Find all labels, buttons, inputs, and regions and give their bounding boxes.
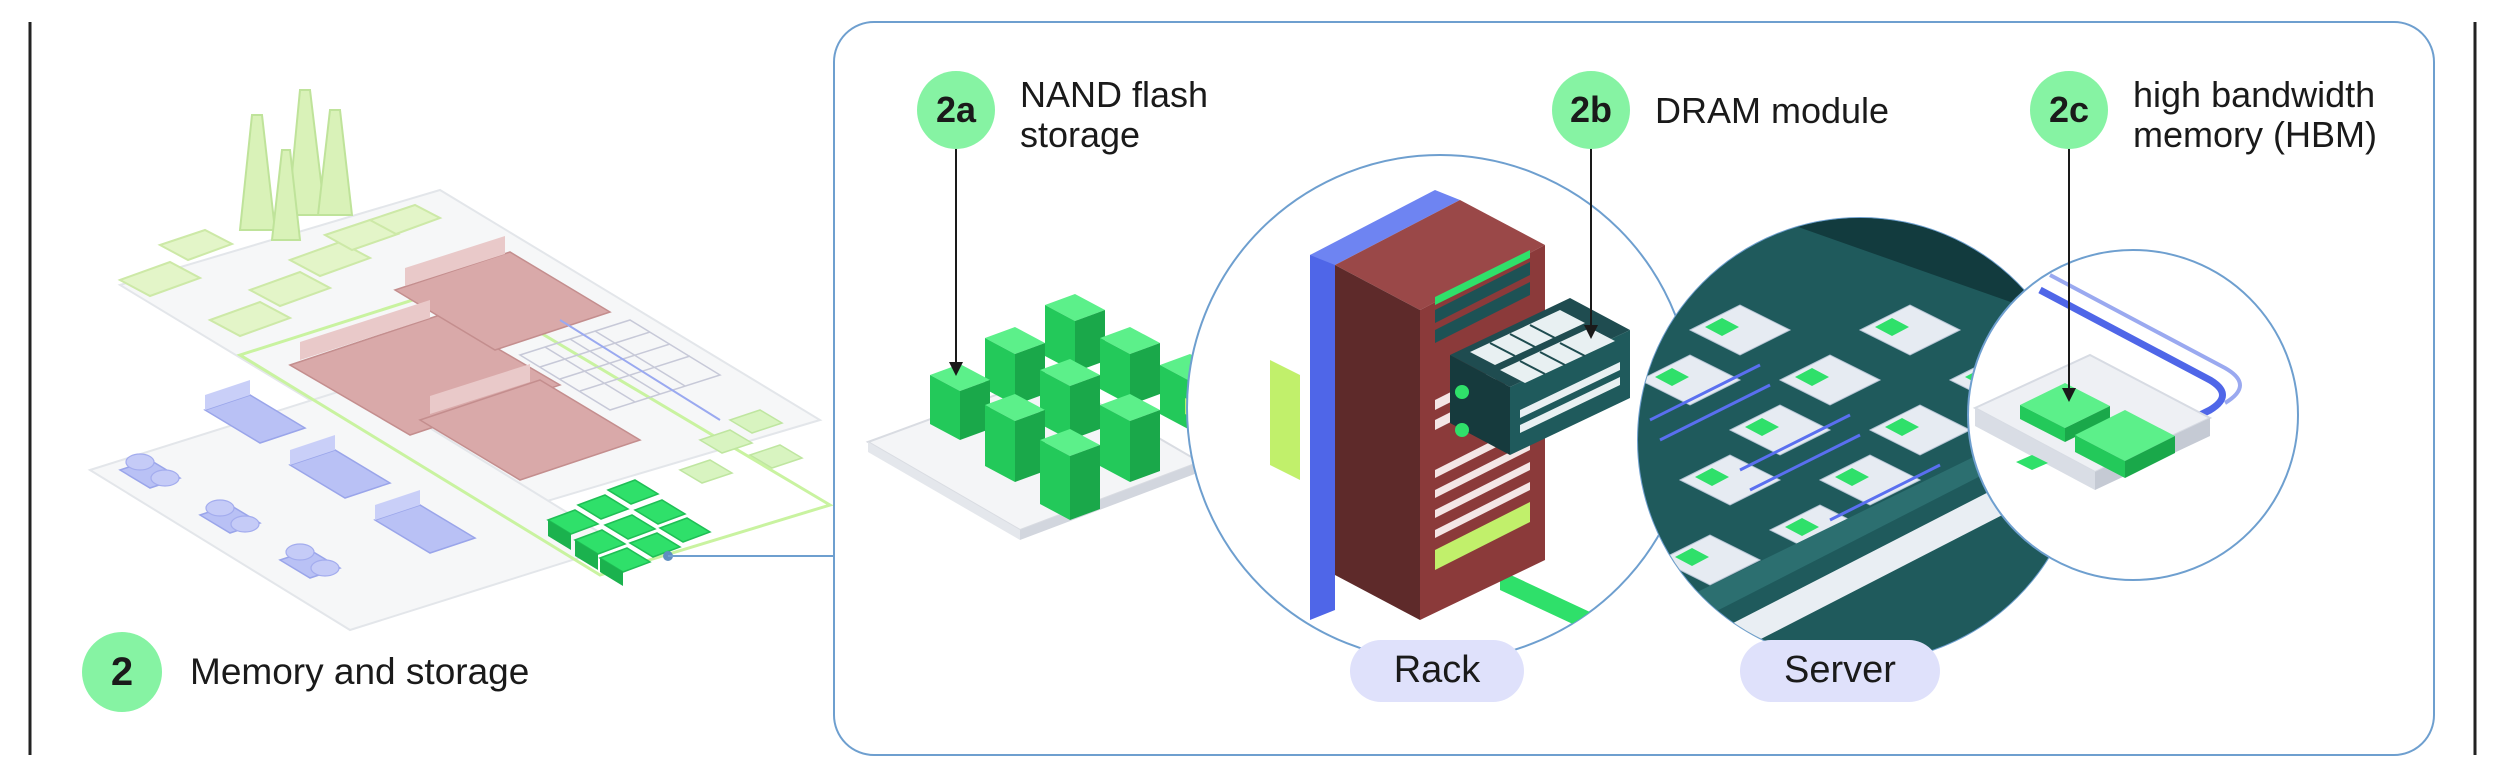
section-number: 2 <box>110 650 134 694</box>
badge-2c <box>2030 71 2108 149</box>
callout-2b-line1: DRAM module <box>1655 90 1890 131</box>
datacenter-illustration <box>87 89 834 632</box>
badge-2b-label: 2b <box>1569 89 1612 130</box>
callout-2c-line2: memory (HBM) <box>2133 114 2377 155</box>
hbm-zoom-circle <box>1967 249 2299 581</box>
callout-arrows <box>949 148 2076 402</box>
badge-2a <box>917 71 995 149</box>
badge-2c-label: 2c <box>2048 89 2090 130</box>
section-title: Memory and storage <box>190 651 530 692</box>
callout-2c-line1: high bandwidth <box>2133 74 2376 115</box>
callout-2a-line2: storage <box>1020 114 1141 155</box>
callout-2a-line1: NAND flash <box>1020 74 1209 115</box>
server-pill <box>1740 640 1940 702</box>
server-label: Server <box>1784 649 1896 691</box>
badge-2 <box>82 632 162 712</box>
rack-pill <box>1350 640 1524 702</box>
rack-label: Rack <box>1393 649 1481 691</box>
nand-flash-illustration <box>865 294 1220 540</box>
badge-2b <box>1552 71 1630 149</box>
badge-2a-label: 2a <box>935 89 977 130</box>
